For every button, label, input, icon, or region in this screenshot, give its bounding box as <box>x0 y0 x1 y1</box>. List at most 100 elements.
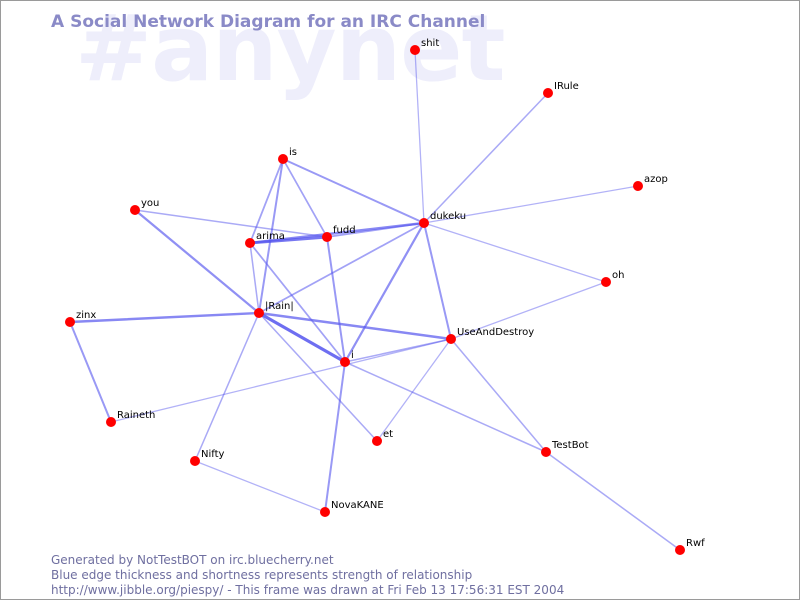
edge-you-fudd <box>134 209 328 238</box>
node-dot <box>340 357 350 367</box>
node-label: TestBot <box>551 440 589 451</box>
node-label: Nifty <box>201 449 225 460</box>
node-dot <box>322 232 332 242</box>
node-shit: shit <box>410 38 439 55</box>
node-i: i <box>340 350 354 367</box>
node-Rwf: Rwf <box>675 538 705 555</box>
node-NovaKANE: NovaKANE <box>320 500 384 517</box>
edge-UseAndDestroy-oh <box>450 281 607 340</box>
edge-UseAndDestroy-et <box>376 338 452 442</box>
node-azop: azop <box>633 174 668 191</box>
edge-shit-dukeku <box>414 49 425 224</box>
edge-is-arima <box>249 158 284 244</box>
edge-is-Rain <box>258 158 284 314</box>
edge-Rain-et <box>258 312 378 442</box>
node-dot <box>106 417 116 427</box>
edge-you-Rain <box>133 208 261 315</box>
edge-TestBot-Rwf <box>545 451 681 551</box>
footer: Generated by NotTestBOT on irc.bluecherr… <box>51 553 564 598</box>
edge-azop-dukeku <box>423 185 639 224</box>
node-label: fudd <box>333 225 356 236</box>
node-label: arima <box>256 231 285 242</box>
edge-Rain-Nifty <box>194 312 260 462</box>
node-is: is <box>278 147 297 164</box>
node-dot <box>320 507 330 517</box>
node-Rain: |Rain| <box>254 301 294 318</box>
edge-dukeku-Rain <box>258 222 425 314</box>
node-dot <box>372 436 382 446</box>
node-label: IRule <box>554 81 579 92</box>
edge-IRule-dukeku <box>423 92 549 224</box>
node-dot <box>446 334 456 344</box>
node-you: you <box>130 198 159 215</box>
node-fudd: fudd <box>322 225 356 242</box>
node-arima: arima <box>245 231 285 248</box>
node-dot <box>675 545 685 555</box>
edge-Rain-UseAndDestroy <box>257 311 453 341</box>
node-oh: oh <box>601 270 624 287</box>
node-Raineth: Raineth <box>106 410 155 427</box>
node-label: dukeku <box>430 211 466 222</box>
node-dot <box>601 277 611 287</box>
node-dot <box>130 205 140 215</box>
edge-UseAndDestroy-TestBot <box>450 338 547 453</box>
node-dot <box>410 45 420 55</box>
node-dot <box>541 447 551 457</box>
diagram-title: A Social Network Diagram for an IRC Chan… <box>51 12 486 32</box>
node-label: NovaKANE <box>331 500 384 511</box>
node-label: UseAndDestroy <box>457 327 534 338</box>
node-dukeku: dukeku <box>419 211 466 228</box>
edge-zinx-Rain <box>68 311 261 324</box>
node-et: et <box>372 429 393 446</box>
edge-Rain-i <box>257 311 347 364</box>
channel-watermark: #anynet <box>75 0 506 102</box>
node-label: zinx <box>76 310 96 321</box>
node-label: oh <box>612 270 624 281</box>
node-TestBot: TestBot <box>541 440 589 457</box>
node-dot <box>419 218 429 228</box>
edge-i-NovaKANE <box>324 361 346 513</box>
node-dot <box>278 154 288 164</box>
node-dot <box>254 308 264 318</box>
node-dot <box>543 88 553 98</box>
edge-Raineth-UseAndDestroy <box>110 338 452 423</box>
edge-dukeku-UseAndDestroy <box>423 222 452 340</box>
node-dot <box>65 317 75 327</box>
node-UseAndDestroy: UseAndDestroy <box>446 327 534 344</box>
node-label: azop <box>644 174 668 185</box>
edge-zinx-Raineth <box>69 321 112 423</box>
edge-dukeku-fudd <box>326 222 425 238</box>
node-label: |Rain| <box>265 301 294 312</box>
footer-generated-by: Generated by NotTestBOT on irc.bluecherr… <box>51 553 334 567</box>
edge-dukeku-oh <box>423 222 607 283</box>
edge-is-fudd <box>282 158 328 238</box>
node-label: Raineth <box>117 410 155 421</box>
node-IRule: IRule <box>543 81 579 98</box>
node-Nifty: Nifty <box>190 449 225 466</box>
edge-arima-i <box>249 242 346 363</box>
edge-Nifty-NovaKANE <box>194 460 326 513</box>
node-label: you <box>141 198 159 209</box>
node-label: Rwf <box>686 538 705 549</box>
edge-arima-Rain <box>249 242 260 314</box>
edge-i-TestBot <box>344 361 547 453</box>
node-label: i <box>351 350 354 361</box>
node-dot <box>190 456 200 466</box>
footer-legend-note: Blue edge thickness and shortness repres… <box>51 568 473 582</box>
node-dot <box>633 181 643 191</box>
node-dot <box>245 238 255 248</box>
edge-dukeku-i <box>343 221 426 364</box>
edge-arima-fudd <box>248 235 329 245</box>
node-zinx: zinx <box>65 310 96 327</box>
node-label: shit <box>421 38 439 49</box>
edge-dukeku-is <box>282 158 425 224</box>
node-label: is <box>289 147 297 158</box>
edge-fudd-i <box>326 236 346 363</box>
node-label: et <box>383 429 393 440</box>
footer-source-line: http://www.jibble.org/piespy/ - This fra… <box>51 583 565 597</box>
edge-i-UseAndDestroy <box>344 338 452 363</box>
edge-layer <box>68 49 681 551</box>
